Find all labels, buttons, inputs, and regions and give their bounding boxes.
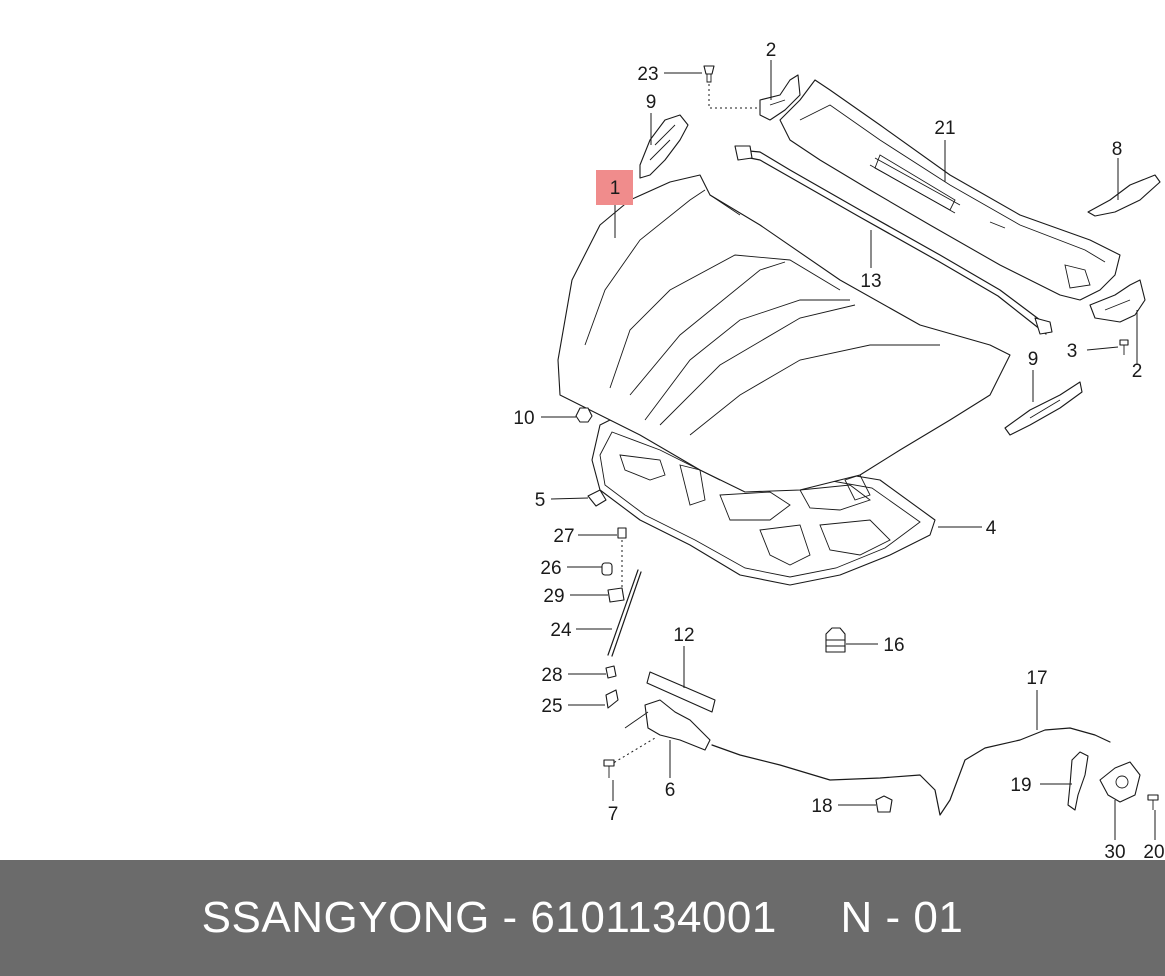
callout-1: 1: [610, 178, 621, 199]
callout-26: 26: [540, 558, 561, 579]
callout-7: 7: [608, 804, 619, 825]
callout-19: 19: [1010, 775, 1031, 796]
callout-9-right: 9: [1028, 349, 1039, 370]
highlight-box: [596, 170, 633, 205]
release-cable-17: [711, 727, 1111, 816]
clip-28: [605, 665, 617, 679]
side-trim-8: [1087, 174, 1161, 217]
hood-hinge-upper: [759, 74, 801, 121]
bolt-3: [1119, 339, 1129, 355]
separator: -: [489, 893, 531, 942]
callout-23: 23: [637, 64, 658, 85]
bumper-10: [575, 407, 593, 423]
bracket-9-lower: [1004, 381, 1083, 436]
bolt-7: [603, 759, 615, 778]
hood-stay-24: [607, 569, 642, 657]
callout-labels: 1 2 23 9 21 8 13 3 2 9 10 5 4 27 26 29 2…: [513, 40, 1164, 860]
hood-panel: [557, 174, 1011, 493]
spacer: [777, 893, 841, 942]
holder-25: [605, 689, 619, 709]
clip-23: [703, 65, 760, 109]
grommet-26: [601, 562, 613, 576]
parts-diagram: 1 2 23 9 21 8 13 3 2 9 10 5 4 27 26 29 2…: [513, 40, 1164, 860]
callout-27: 27: [553, 526, 574, 547]
bracket-9-upper: [639, 114, 689, 179]
callout-17: 17: [1026, 668, 1047, 689]
callout-25: 25: [541, 696, 562, 717]
callout-2-top: 2: [766, 40, 777, 61]
callout-24: 24: [550, 620, 572, 641]
callout-10: 10: [513, 408, 534, 429]
callout-3: 3: [1067, 341, 1078, 362]
leader-lines: [541, 60, 1156, 840]
callout-13: 13: [860, 271, 881, 292]
callout-6: 6: [665, 780, 676, 801]
clip-27: [617, 527, 627, 590]
diagram-ref: N - 01: [840, 893, 964, 942]
hood-latch-6: [609, 699, 711, 766]
callout-21: 21: [934, 118, 955, 139]
clip-18: [875, 795, 893, 813]
callout-4: 4: [986, 518, 997, 539]
callout-18: 18: [811, 796, 832, 817]
footer-caption: SSANGYONG - 6101134001 N - 01: [202, 893, 964, 943]
callout-2-right: 2: [1132, 361, 1143, 382]
seal-strip: [734, 145, 1053, 335]
release-bar-12: [646, 671, 716, 713]
brand-name: SSANGYONG: [201, 893, 490, 942]
nut-5: [587, 489, 607, 507]
screw-20: [1147, 794, 1159, 810]
callout-8: 8: [1112, 139, 1123, 160]
callout-20: 20: [1143, 842, 1164, 860]
callout-16: 16: [883, 635, 904, 656]
callout-29: 29: [543, 586, 564, 607]
bumper-16: [825, 627, 846, 653]
callout-28: 28: [541, 665, 562, 686]
callout-12: 12: [673, 625, 694, 646]
cowl-panel: [779, 79, 1121, 301]
callout-30: 30: [1104, 842, 1125, 860]
handle-bracket-30: [1099, 761, 1141, 803]
footer-bar: SSANGYONG - 6101134001 N - 01: [0, 860, 1165, 976]
release-handle-19: [1067, 751, 1089, 811]
callout-5: 5: [535, 490, 546, 511]
hood-hinge-lower: [1089, 279, 1146, 323]
part-number: 6101134001: [530, 893, 777, 942]
clip-29: [607, 587, 625, 603]
callout-9-top: 9: [646, 92, 657, 113]
